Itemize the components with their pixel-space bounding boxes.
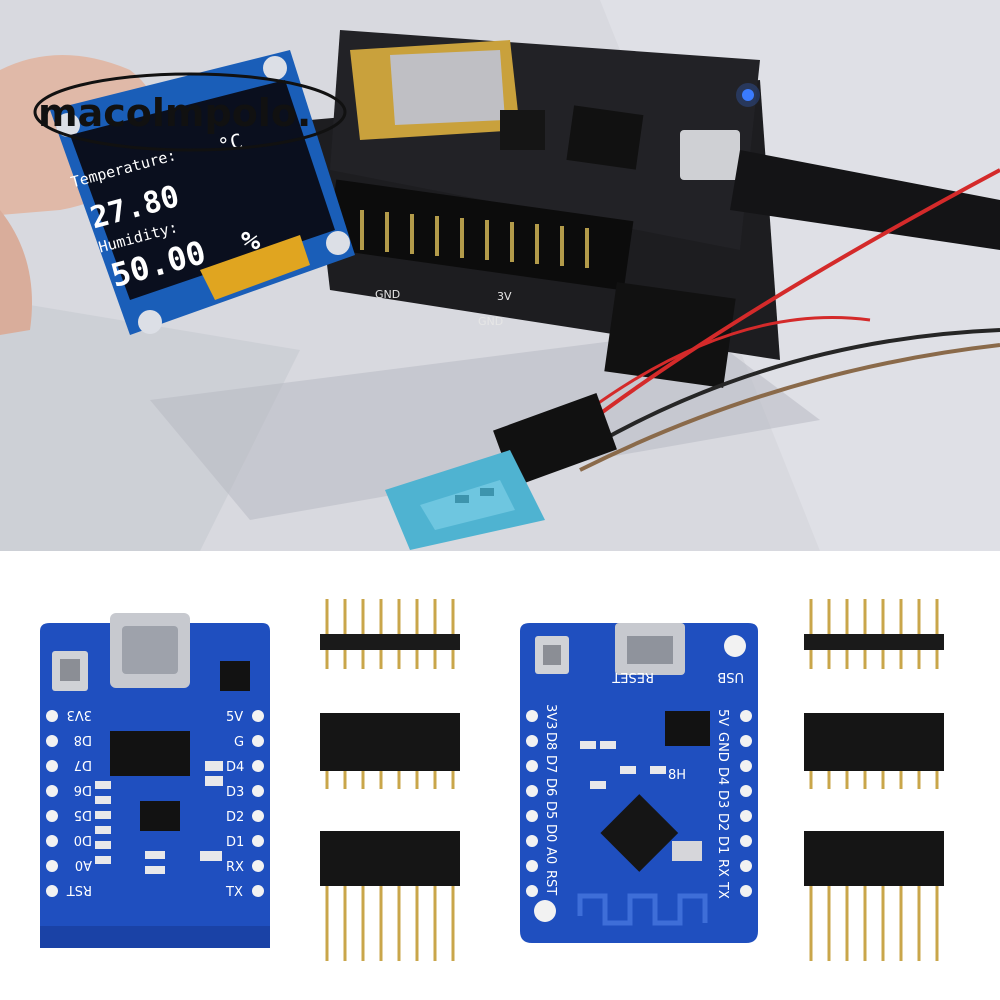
mini-right-label-3: D3	[715, 790, 730, 808]
gnd-label-1: GND	[375, 288, 400, 301]
mini-right-label-5: D1	[715, 836, 730, 854]
watermark-text: macolmpolo.	[38, 91, 311, 135]
oled-display-module	[50, 50, 355, 335]
c3-pin-label-5: D0	[74, 832, 92, 847]
c3-pin-label-0: 3V3	[67, 707, 92, 722]
header-set-right	[804, 599, 944, 961]
mini-right-label-7: TX	[715, 881, 730, 899]
photo-scene: GND GND 3V	[0, 0, 1000, 551]
watermark-logo: macolmpolo.	[33, 72, 347, 152]
dht-sensor	[385, 450, 545, 550]
three-v-label: 3V	[497, 290, 512, 303]
mini-left-label-0: 3V3	[543, 704, 558, 729]
c3-pin-label-6: A0	[75, 857, 92, 872]
d1-mini-board: RESET USB 8H 3V3 D8 D7 D6 D5 D0 A0 RST 5…	[520, 623, 758, 943]
c3-pin-label-2: D7	[74, 757, 92, 772]
product-gallery: 3V3 D8 D7 D6 D5 D0 A0 RST 5V G D4 D3 D2 …	[0, 551, 1000, 1000]
mini-right-label-0: 5V	[715, 709, 730, 726]
mini-reset-label: RESET	[612, 669, 654, 684]
c3-right-label-4: D2	[226, 810, 244, 825]
mini-left-label-1: D8	[543, 732, 558, 750]
c3-right-label-5: D1	[226, 835, 244, 850]
c3-right-label-1: G	[234, 735, 244, 750]
mini-right-label-2: D4	[715, 767, 730, 785]
mini-left-label-7: RST	[543, 870, 558, 895]
c3-pin-label-4: D5	[74, 807, 92, 822]
mini-chip-label: 8H	[668, 768, 686, 783]
mini-usb-label: USB	[717, 669, 744, 684]
mini-left-label-6: A0	[543, 847, 558, 864]
d1-mini-usb-c-board: 3V3 D8 D7 D6 D5 D0 A0 RST 5V G D4 D3 D2 …	[40, 613, 270, 948]
c3-right-label-6: RX	[226, 860, 244, 875]
mini-right-label-1: GND	[715, 732, 730, 762]
mini-left-label-3: D6	[543, 778, 558, 796]
top-photo: GND GND 3V	[0, 0, 1000, 551]
c3-right-label-2: D4	[226, 760, 244, 775]
mini-right-label-6: RX	[715, 859, 730, 877]
gnd-label-2: GND	[478, 315, 503, 328]
mini-left-label-5: D0	[543, 824, 558, 842]
mini-left-label-4: D5	[543, 801, 558, 819]
mini-left-label-2: D7	[543, 755, 558, 773]
product-scene: 3V3 D8 D7 D6 D5 D0 A0 RST 5V G D4 D3 D2 …	[40, 599, 944, 961]
c3-right-label-7: TX	[225, 885, 243, 900]
c3-pin-label-3: D6	[74, 782, 92, 797]
header-set-left	[320, 599, 460, 961]
nodemcu-base-board	[310, 30, 780, 388]
c3-right-label-0: 5V	[226, 710, 243, 725]
mini-right-label-4: D2	[715, 813, 730, 831]
c3-pin-label-7: RST	[67, 882, 92, 897]
usb-cable	[730, 150, 1000, 250]
c3-right-label-3: D3	[226, 785, 244, 800]
c3-pin-label-1: D8	[74, 732, 92, 747]
